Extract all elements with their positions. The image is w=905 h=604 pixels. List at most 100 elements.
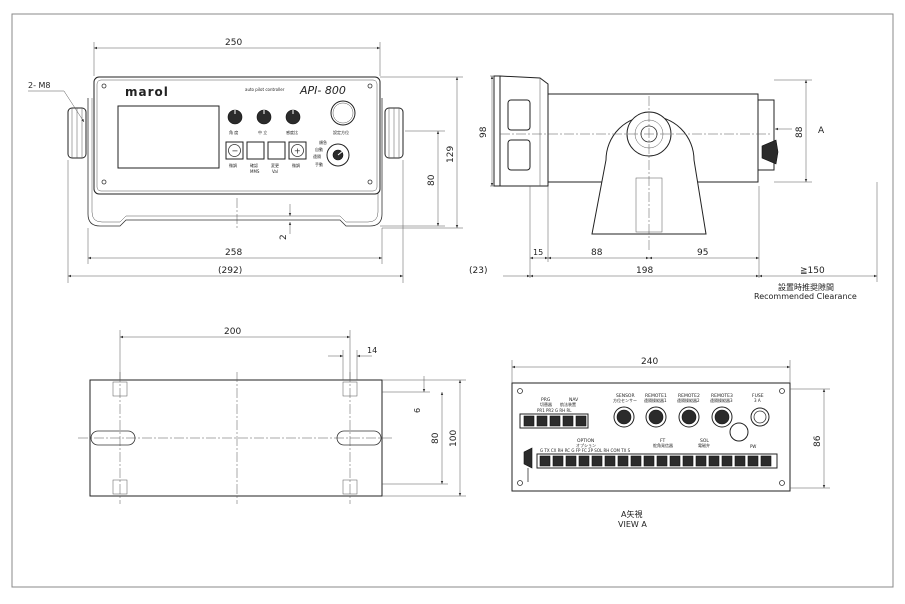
dim-14: 14	[367, 346, 377, 355]
svg-text:−: −	[232, 147, 239, 156]
dim-80-bottom: 80	[431, 432, 441, 444]
bolt-label: 2- M8	[28, 81, 51, 90]
clearance-en: Recommended Clearance	[754, 292, 857, 301]
svg-text:設定方位: 設定方位	[333, 129, 349, 135]
dim-95: 95	[697, 248, 708, 258]
dim-23: (23)	[469, 266, 487, 276]
svg-text:NAV: NAV	[569, 397, 579, 403]
connector-remote1: REMOTE1 遠隔操縦器1	[644, 393, 667, 428]
svg-text:角 度: 角 度	[229, 129, 238, 135]
dim-15: 15	[533, 248, 543, 257]
view-caption-en: VIEW A	[618, 520, 647, 529]
dim-150: ≧150	[800, 266, 825, 276]
svg-text:微調: 微調	[229, 162, 237, 168]
arrow-a-label: A	[818, 126, 825, 136]
svg-text:遠隔: 遠隔	[313, 153, 321, 159]
mode-selector: 順急 自動 遠隔 手動	[313, 139, 350, 167]
brand-logo: marol	[125, 85, 169, 99]
bottom-view	[78, 372, 392, 504]
dim-88-side: 88	[795, 126, 805, 138]
button-minus: − 微調	[225, 141, 244, 168]
dim-88-bottom: 88	[591, 248, 603, 258]
dim-6: 6	[413, 408, 422, 413]
sheet-border	[11, 13, 894, 588]
svg-text:Val: Val	[272, 169, 278, 174]
svg-text:方位センサー: 方位センサー	[613, 397, 637, 403]
knob-sensitivity: 感度比	[285, 109, 301, 135]
bottom-terminal-block	[536, 453, 778, 469]
top-terminal-labels: PR1 PR2 G RH RL	[537, 408, 572, 413]
heading-knob: 設定方位	[330, 100, 356, 135]
rear-dimensions: 240 86	[511, 357, 830, 489]
connector-remote3: REMOTE3 遠隔操縦器3	[710, 393, 733, 428]
svg-text:自動: 自動	[315, 146, 323, 152]
dim-198: 198	[636, 266, 653, 276]
svg-text:MMS: MMS	[250, 169, 260, 174]
dim-80: 80	[427, 174, 437, 186]
svg-text:PW: PW	[750, 444, 756, 449]
dim-200: 200	[224, 327, 241, 337]
side-dimensions: 98 88 15 88 95 198 (23) ≧150 設置時推奨隙間 Rec…	[469, 75, 878, 301]
svg-text:OPTION: OPTION	[577, 438, 594, 444]
rear-view: PRG 切替器 NAV 航法装置 PR1 PR2 G RH RL SENSOR …	[511, 382, 791, 529]
dim-86: 86	[813, 435, 823, 447]
slot-left	[90, 430, 136, 446]
front-dimensions: 250 258 (292) 80 129 2 2- M8	[28, 38, 463, 283]
knob-neutral: 中 立	[256, 109, 272, 135]
bottom-terminal-labels: G TX CX RH RC G FP FC 2P SOL RH COM TX S	[540, 448, 631, 453]
ground-hole	[729, 422, 749, 442]
slot-right	[336, 430, 382, 446]
small-title: auto pilot controller	[245, 87, 285, 92]
svg-text:SOL: SOL	[700, 438, 709, 444]
svg-text:FUSE: FUSE	[752, 393, 764, 399]
svg-text:REMOTE1: REMOTE1	[645, 393, 667, 399]
button-plus: + 微調	[288, 141, 307, 168]
svg-text:切替器: 切替器	[540, 401, 552, 407]
svg-text:3 A: 3 A	[754, 398, 761, 403]
svg-text:SENSOR: SENSOR	[616, 393, 635, 399]
dim-129: 129	[446, 146, 456, 163]
connector-remote2: REMOTE2 遠隔操縦器2	[677, 393, 700, 428]
svg-text:電磁弁: 電磁弁	[698, 442, 710, 448]
clearance-jp: 設置時推奨隙間	[778, 282, 834, 292]
front-view: marol auto pilot controller API- 800 角 度…	[67, 76, 404, 228]
svg-text:変更: 変更	[271, 162, 279, 168]
svg-text:REMOTE3: REMOTE3	[711, 393, 733, 399]
button-confirm: 確認 MMS	[246, 141, 265, 174]
dim-100: 100	[449, 430, 459, 447]
svg-text:確認: 確認	[250, 162, 258, 168]
dim-240: 240	[641, 357, 658, 367]
dim-292: (292)	[218, 266, 242, 276]
svg-text:オプション: オプション	[576, 442, 596, 448]
dim-2: 2	[279, 234, 289, 240]
svg-text:航法装置: 航法装置	[560, 401, 576, 407]
button-change: 変更 Val	[267, 141, 286, 174]
svg-text:+: +	[294, 147, 301, 156]
svg-text:FT: FT	[660, 438, 666, 444]
bottom-dimensions: 200 14 6 80 100	[119, 327, 466, 497]
dim-98: 98	[479, 126, 489, 138]
side-knob-top	[507, 99, 531, 131]
mounting-bracket	[87, 98, 383, 227]
svg-text:微調: 微調	[292, 162, 300, 168]
svg-text:PRG: PRG	[541, 397, 551, 403]
svg-text:遠隔操縦器2: 遠隔操縦器2	[677, 397, 700, 403]
dim-250: 250	[225, 38, 242, 48]
svg-text:REMOTE2: REMOTE2	[678, 393, 700, 399]
lcd-screen	[117, 105, 220, 169]
svg-text:感度比: 感度比	[286, 129, 298, 135]
connector-sensor: SENSOR 方位センサー	[613, 393, 637, 428]
svg-text:中 立: 中 立	[258, 129, 267, 135]
knob-angle: 角 度	[227, 109, 243, 135]
fuse-holder: FUSE 3 A	[750, 393, 770, 427]
svg-text:手動: 手動	[315, 161, 323, 167]
dim-258: 258	[225, 248, 242, 258]
side-view: A	[493, 75, 825, 250]
svg-text:順急: 順急	[319, 139, 327, 145]
model-name: API- 800	[299, 84, 346, 97]
side-knob-bottom	[507, 139, 531, 171]
view-caption-jp: A矢視	[621, 509, 642, 519]
svg-text:遠隔操縦器3: 遠隔操縦器3	[710, 397, 733, 403]
